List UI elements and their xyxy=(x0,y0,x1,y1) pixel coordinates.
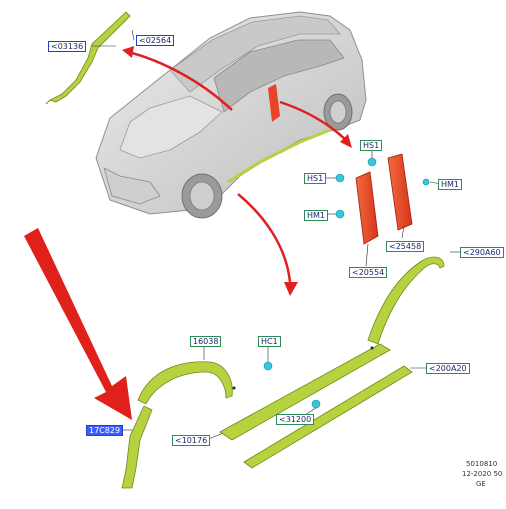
label-25458: <25458 xyxy=(386,241,425,252)
large-indicator-arrow xyxy=(24,228,132,420)
label-02564: <02564 xyxy=(136,35,175,46)
label-hm1-right: HM1 xyxy=(438,179,463,190)
label-10176: <10176 xyxy=(172,435,211,446)
pillar-trim-panels xyxy=(355,153,413,245)
footer-region: GE xyxy=(476,480,486,488)
footer-code: 5010810 xyxy=(466,460,498,468)
clips xyxy=(263,157,430,409)
label-17c829: 17C829 xyxy=(86,425,124,436)
footer-date: 12-2020 50 xyxy=(462,470,503,478)
car-illustration xyxy=(95,11,367,219)
wheel-arch-front xyxy=(121,361,233,489)
label-200a20: <200A20 xyxy=(426,363,470,374)
sill-molding xyxy=(219,343,413,469)
label-16038: 16038 xyxy=(190,336,222,347)
callout-arrows xyxy=(127,50,347,283)
label-290a60: <290A60 xyxy=(460,247,504,258)
label-03136: <03136 xyxy=(48,41,87,52)
reference-dots xyxy=(232,346,374,390)
wheel-arch-rear xyxy=(367,256,445,345)
label-hc1: HC1 xyxy=(258,336,281,347)
arrowheads xyxy=(122,46,352,296)
label-hm1-left: HM1 xyxy=(304,210,329,221)
label-31200: <31200 xyxy=(276,414,315,425)
roof-trim-strip xyxy=(45,11,131,105)
label-20554: <20554 xyxy=(349,267,388,278)
label-hs1-left: HS1 xyxy=(304,173,327,184)
label-hs1-top: HS1 xyxy=(360,140,383,151)
